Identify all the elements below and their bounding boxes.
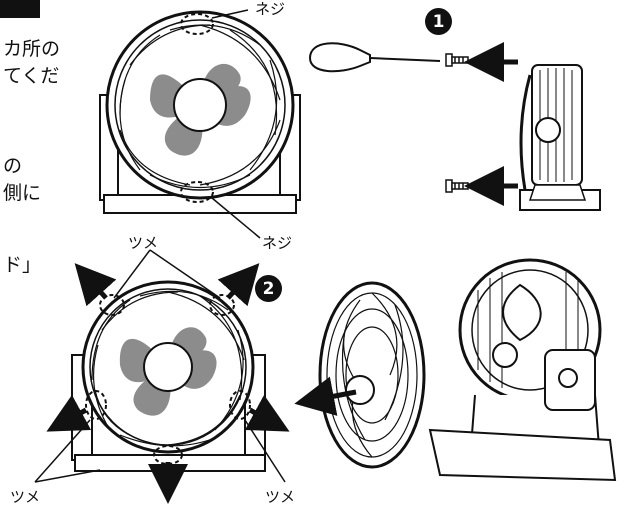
step-number-2: 2 (255, 275, 282, 302)
label-screw-top: ネジ (255, 0, 286, 18)
label-claw-top: ツメ (128, 234, 159, 252)
instruction-line-3: の (3, 155, 23, 177)
label-claw-bottom-left: ツメ (10, 488, 41, 506)
instruction-line-2: てくだ (3, 65, 60, 87)
label-screw-bottom: ネジ (262, 234, 293, 252)
instruction-line-1: カ所の (3, 38, 61, 60)
label-claw-bottom-right: ツメ (265, 488, 296, 506)
screwdriver-illustration (308, 42, 518, 206)
fan-front-view-claws (34, 249, 290, 504)
instruction-line-4: 側に (3, 182, 42, 204)
fan-disassembled-view (294, 258, 617, 482)
instruction-line-5: ド」 (3, 254, 42, 276)
section-tab (0, 0, 40, 18)
fan-front-view-top (99, 9, 301, 239)
fan-side-view (519, 64, 601, 211)
step-number-1: 1 (425, 8, 452, 35)
